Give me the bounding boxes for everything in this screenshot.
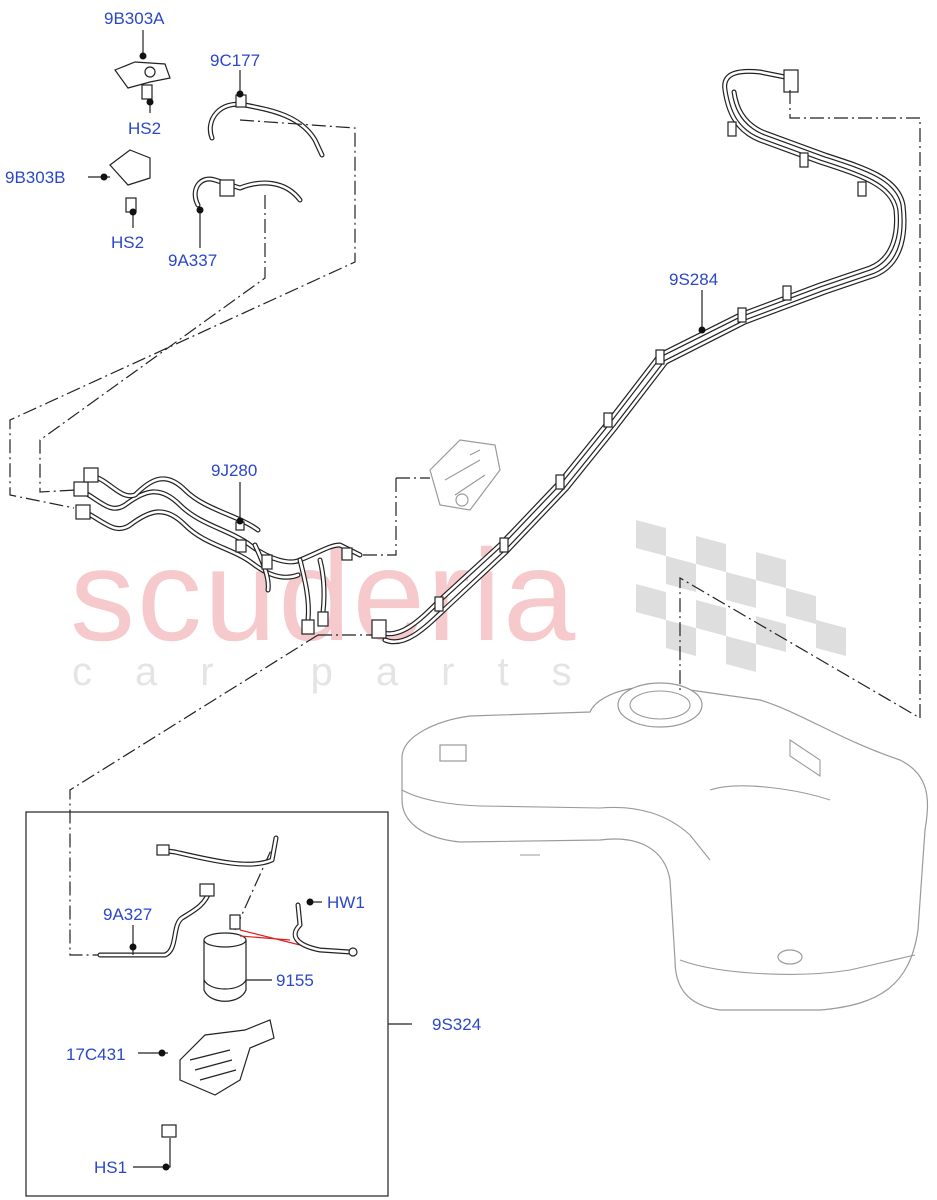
watermark-tagline: car parts <box>72 650 615 694</box>
callout-dots <box>100 52 706 1171</box>
callout-labels: 9B303A HS2 9C177 9B303B HS2 9A337 9J280 … <box>5 9 718 1177</box>
label-9B303B: 9B303B <box>5 168 66 187</box>
mounting-bracket <box>161 1019 275 1138</box>
watermark-checkered-flag <box>636 520 846 672</box>
label-HS2-top: HS2 <box>128 119 161 138</box>
bracket-9B303B <box>109 149 151 213</box>
label-9S284: 9S284 <box>669 270 718 289</box>
label-9C177: 9C177 <box>210 51 260 70</box>
label-9A337: 9A337 <box>168 251 217 270</box>
label-HS1: HS1 <box>94 1158 127 1177</box>
pipe-bundle-9J280 <box>73 467 363 635</box>
inset-pipe-9A327 <box>97 835 279 958</box>
label-9B303A: 9B303A <box>104 9 165 28</box>
pipe-assembly-9S284 <box>371 68 907 645</box>
pipe-9A337 <box>192 176 303 208</box>
label-9J280: 9J280 <box>211 461 257 480</box>
bracket-9B303A <box>114 61 171 100</box>
vapour-canister-9155 <box>203 914 301 1002</box>
wire-harness-HW1 <box>292 902 358 957</box>
label-9S324: 9S324 <box>432 1015 481 1034</box>
fuel-tank <box>401 682 929 1011</box>
pipe-bracket <box>429 439 501 511</box>
clip-9C177 <box>207 94 325 158</box>
label-9A327: 9A327 <box>103 905 152 924</box>
watermark: scuderia car parts <box>70 520 846 694</box>
label-17C431: 17C431 <box>66 1045 126 1064</box>
inset-box-9S324 <box>25 811 389 1197</box>
label-9155: 9155 <box>276 971 314 990</box>
label-HS2-bottom: HS2 <box>111 233 144 252</box>
label-HW1: HW1 <box>327 893 365 912</box>
